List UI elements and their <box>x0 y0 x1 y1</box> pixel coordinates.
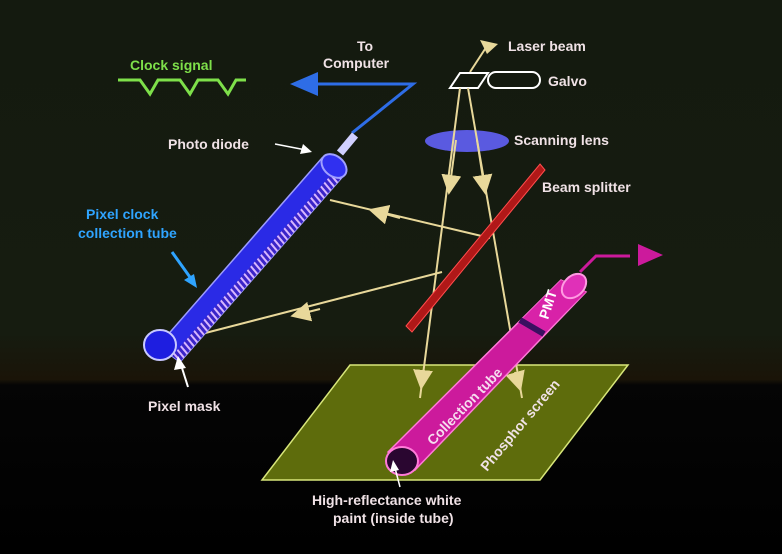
pixel-clock-collection-tube <box>143 132 359 364</box>
beam-splitter <box>405 163 546 333</box>
scanning-lens-label: Scanning lens <box>514 132 609 148</box>
to-computer-label-line1: To <box>357 38 373 54</box>
pixel-mask-label: Pixel mask <box>148 398 221 414</box>
clock-signal-waveform <box>118 78 246 97</box>
paint-label-line2: paint (inside tube) <box>333 510 454 526</box>
photo-diode-label: Photo diode <box>168 136 249 152</box>
to-computer-label-line2: Computer <box>323 55 390 71</box>
scanning-lens <box>425 130 509 152</box>
pixel-clock-label-line1: Pixel clock <box>86 206 159 222</box>
paint-label-line1: High-reflectance white <box>312 492 462 508</box>
reflected-rays <box>185 199 491 339</box>
label-pointers <box>170 143 401 488</box>
beam-splitter-label: Beam splitter <box>542 179 631 195</box>
pmt-collection-tube <box>385 244 663 476</box>
pixel-clock-label-line2: collection tube <box>78 225 177 241</box>
galvo-mirror <box>448 71 541 89</box>
pixel-mask <box>172 168 345 362</box>
laser-beam-input <box>469 40 498 73</box>
galvo-label: Galvo <box>548 73 587 89</box>
to-computer-arrow <box>290 72 418 135</box>
laser-beam-label: Laser beam <box>508 38 586 54</box>
clock-signal-label: Clock signal <box>130 57 212 73</box>
